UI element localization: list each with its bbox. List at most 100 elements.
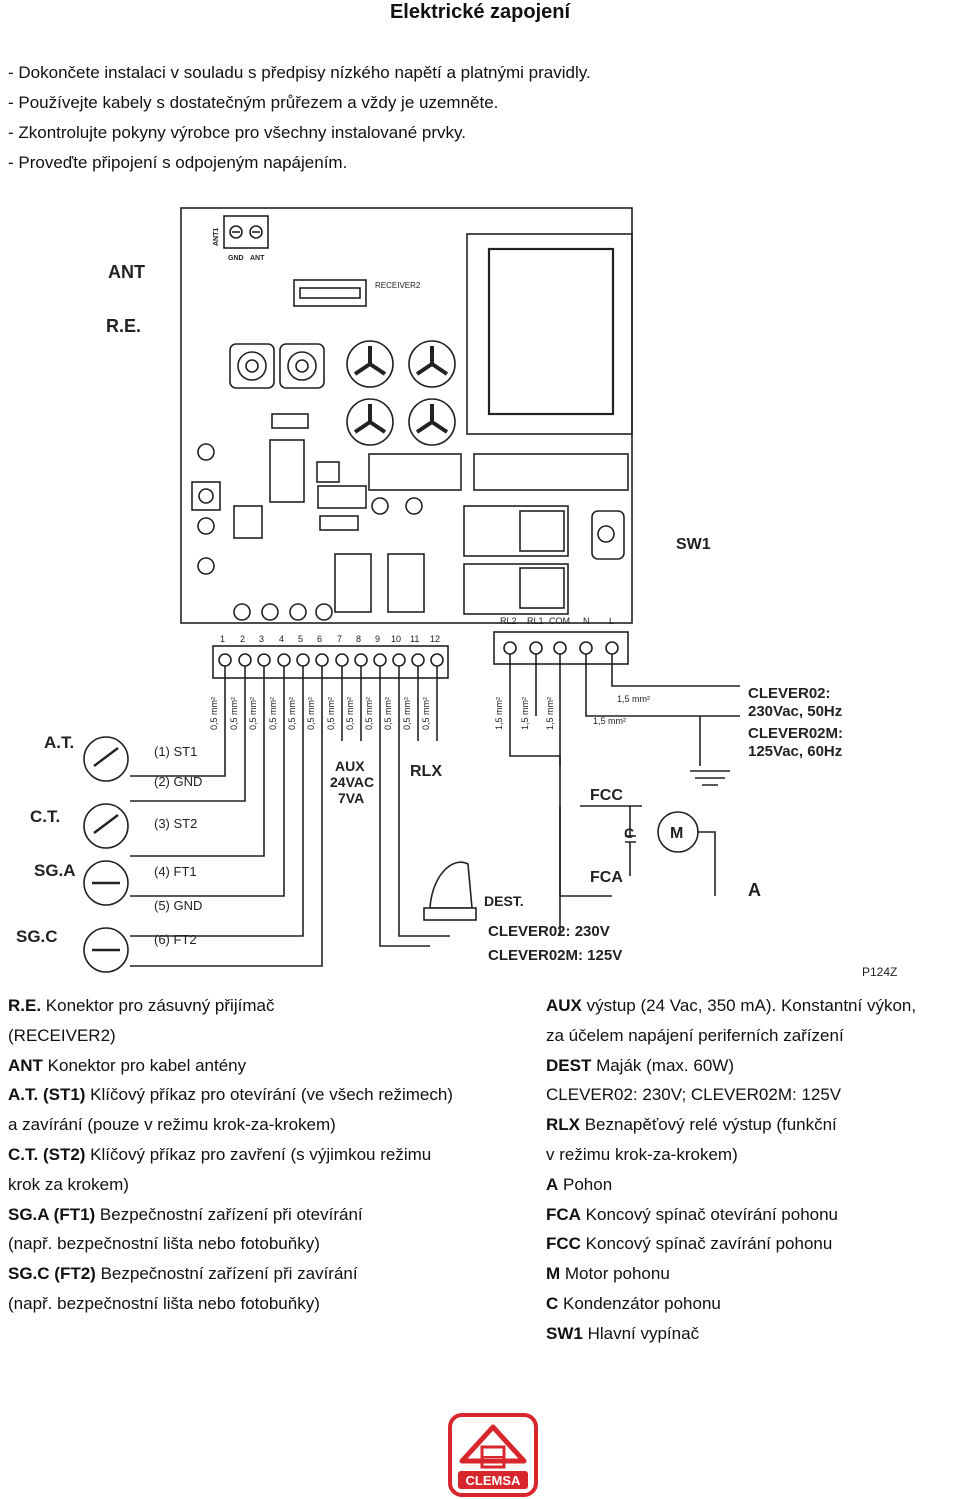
svg-text:P124Z: P124Z [862, 965, 897, 979]
ant-label: ANT [108, 262, 145, 282]
legend-item: R.E. Konektor pro zásuvný přijímač [8, 996, 275, 1015]
legend-item: A Pohon [546, 1174, 613, 1194]
svg-text:N: N [583, 616, 590, 626]
svg-text:0,5 mm²: 0,5 mm² [345, 697, 355, 730]
legend-item: SW1 Hlavní vypínač [546, 1323, 700, 1343]
beacon-icon [429, 861, 473, 909]
svg-text:0,5 mm²: 0,5 mm² [287, 697, 297, 730]
svg-text:(1) ST1: (1) ST1 [154, 744, 197, 759]
legend-item: v režimu krok-za-krokem) [546, 1144, 738, 1164]
re-label: R.E. [106, 316, 141, 336]
terminal-block-power [493, 631, 629, 665]
svg-text:9: 9 [375, 634, 380, 644]
svg-text:7: 7 [337, 634, 342, 644]
svg-text:COM: COM [549, 616, 570, 626]
legend-item: (např. bezpečnostní lišta nebo fotobuňky… [8, 1234, 320, 1254]
svg-text:(6) FT2: (6) FT2 [154, 932, 197, 947]
svg-text:FCC: FCC [590, 787, 623, 804]
legend-right: AUX výstup (24 Vac, 350 mA). Konstantní … [546, 991, 916, 1349]
svg-text:C: C [624, 825, 634, 841]
legend-item: SG.C (FT2) Bezpečnostní zařízení při zav… [8, 1264, 358, 1284]
rlx-label: RLX [410, 763, 442, 780]
svg-text:(2) GND: (2) GND [154, 774, 202, 789]
svg-text:0,5 mm²: 0,5 mm² [268, 697, 278, 730]
svg-text:11: 11 [410, 634, 419, 644]
svg-text:3: 3 [259, 634, 264, 644]
svg-text:0,5 mm²: 0,5 mm² [421, 697, 431, 730]
legend-item: FCA Koncový spínač otevírání pohonu [546, 1204, 839, 1224]
svg-text:230Vac, 50Hz: 230Vac, 50Hz [748, 703, 842, 720]
legend-left: R.E. Konektor pro zásuvný přijímač (RECE… [8, 991, 453, 1319]
svg-text:0,5 mm²: 0,5 mm² [209, 697, 219, 730]
instruction-line: - Dokončete instalaci v souladu s předpi… [8, 63, 591, 82]
svg-text:0,5 mm²: 0,5 mm² [248, 697, 258, 730]
svg-text:1,5 mm²: 1,5 mm² [617, 694, 650, 704]
legend-item: (RECEIVER2) [8, 1025, 116, 1045]
svg-text:A: A [748, 880, 761, 900]
svg-text:FCA: FCA [590, 869, 623, 886]
svg-text:ANT: ANT [250, 255, 265, 262]
svg-text:6: 6 [317, 634, 322, 644]
svg-text:24VAC: 24VAC [330, 774, 374, 790]
instruction-line: - Používejte kabely s dostatečným průřez… [8, 93, 499, 112]
svg-text:8: 8 [356, 634, 361, 644]
sw1-label: SW1 [676, 536, 711, 553]
legend-item: za účelem napájení periferních zařízení [546, 1025, 844, 1045]
svg-text:0,5 mm²: 0,5 mm² [306, 697, 316, 730]
legend-item: C Kondenzátor pohonu [546, 1293, 721, 1313]
legend-item: AUX výstup (24 Vac, 350 mA). Konstantní … [546, 996, 917, 1015]
svg-text:(3) ST2: (3) ST2 [154, 816, 197, 831]
legend-item: DEST Maják (max. 60W) [546, 1055, 734, 1075]
svg-text:2: 2 [240, 634, 245, 644]
legend-item: SG.A (FT1) Bezpečnostní zařízení při ote… [8, 1204, 363, 1224]
svg-text:SG.C: SG.C [16, 927, 58, 946]
legend-item: A.T. (ST1) Klíčový příkaz pro otevírání … [8, 1085, 453, 1105]
svg-text:0,5 mm²: 0,5 mm² [229, 697, 239, 730]
svg-text:1,5 mm²: 1,5 mm² [494, 697, 504, 730]
legend-item: krok za krokem) [8, 1174, 129, 1194]
legend-item: a zavírání (pouze v režimu krok-za-kroke… [8, 1115, 336, 1135]
svg-text:1,5 mm²: 1,5 mm² [520, 697, 530, 730]
page-title: Elektrické zapojení [389, 1, 571, 23]
legend-item: CLEVER02: 230V; CLEVER02M: 125V [546, 1085, 842, 1105]
instruction-line: - Zkontrolujte pokyny výrobce pro všechn… [8, 123, 466, 142]
svg-text:CLEMSA: CLEMSA [466, 1473, 522, 1488]
svg-text:A.T.: A.T. [44, 733, 74, 752]
svg-text:1,5 mm²: 1,5 mm² [545, 697, 555, 730]
intro-instructions: - Dokončete instalaci v souladu s předpi… [8, 58, 591, 178]
svg-text:DEST.: DEST. [484, 893, 524, 909]
legend-item: ANT Konektor pro kabel antény [8, 1055, 247, 1075]
svg-text:5: 5 [298, 634, 303, 644]
svg-text:0,5 mm²: 0,5 mm² [383, 697, 393, 730]
svg-text:0,5 mm²: 0,5 mm² [402, 697, 412, 730]
svg-text:C.T.: C.T. [30, 807, 60, 826]
svg-text:L: L [609, 616, 614, 626]
svg-text:GND: GND [228, 255, 244, 262]
svg-text:AUX: AUX [335, 758, 365, 774]
svg-text:1,5 mm²: 1,5 mm² [593, 716, 626, 726]
svg-text:RL2: RL2 [500, 616, 517, 626]
svg-text:125Vac, 60Hz: 125Vac, 60Hz [748, 743, 842, 760]
svg-text:1: 1 [220, 634, 225, 644]
svg-text:RL1: RL1 [527, 616, 544, 626]
legend-item: FCC Koncový spínač zavírání pohonu [546, 1234, 833, 1254]
svg-text:10: 10 [391, 634, 401, 644]
control-board [180, 207, 633, 624]
legend-item: C.T. (ST2) Klíčový příkaz pro zavření (s… [8, 1144, 432, 1164]
svg-text:12: 12 [430, 634, 440, 644]
svg-text:4: 4 [279, 634, 284, 644]
svg-text:CLEVER02M:: CLEVER02M: [748, 725, 843, 742]
instruction-line: - Proveďte připojení s odpojeným napájen… [8, 153, 348, 172]
svg-text:0,5 mm²: 0,5 mm² [364, 697, 374, 730]
svg-text:CLEVER02: 230V: CLEVER02: 230V [488, 923, 610, 940]
wiring-diagram: ANT R.E. ANT1 GND ANT RECEIVER2 SW1 AUX … [16, 207, 897, 979]
legend-item: M Motor pohonu [546, 1264, 670, 1284]
legend-item: (např. bezpečnostní lišta nebo fotobuňky… [8, 1293, 320, 1313]
terminal-block-inputs [212, 645, 449, 679]
sw1-switch [591, 510, 625, 560]
receiver-connector [293, 279, 367, 307]
svg-text:7VA: 7VA [338, 790, 364, 806]
legend-item: RLX Beznapěťový relé výstup (funkční [546, 1115, 837, 1135]
svg-text:0,5 mm²: 0,5 mm² [326, 697, 336, 730]
svg-text:RECEIVER2: RECEIVER2 [375, 281, 421, 290]
